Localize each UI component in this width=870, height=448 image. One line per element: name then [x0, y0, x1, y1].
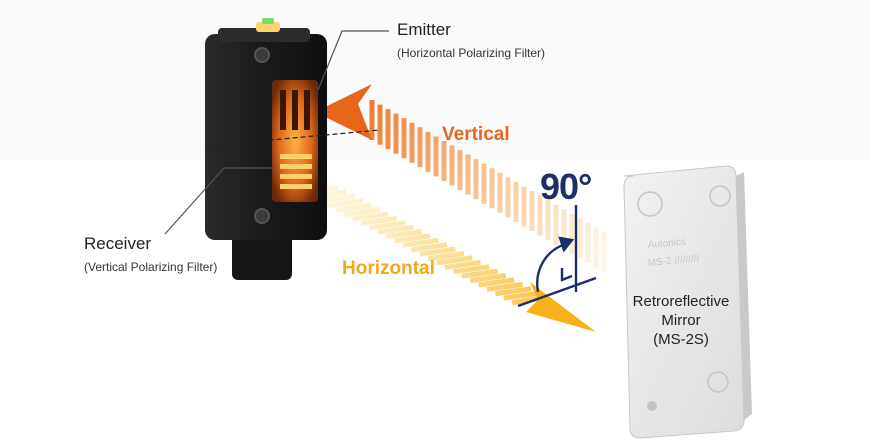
mirror-label-line2: Mirror — [661, 312, 701, 329]
vertical-beam-stripe — [561, 209, 567, 250]
horizontal-beam-stripe — [394, 233, 431, 244]
horizontal-beam-stripe — [419, 246, 456, 257]
vertical-beam-stripe — [601, 232, 607, 272]
vertical-beam-stripe — [393, 113, 399, 154]
horizontal-beam-label: Horizontal — [342, 258, 435, 279]
horizontal-beam-stripe — [327, 198, 364, 209]
horizontal-beam-stripe — [385, 229, 423, 239]
vertical-beam-stripe — [505, 177, 511, 218]
vertical-beam-stripe — [433, 136, 439, 177]
horizontal-beam-stripe — [318, 193, 355, 204]
vertical-beam-stripe — [481, 163, 487, 204]
horizontal-beam-arrowhead — [526, 282, 596, 332]
vertical-beam-stripe — [585, 222, 591, 263]
retroreflective-mirror: Autonics MS-2 ///////// — [623, 165, 752, 439]
vertical-beam-stripe — [529, 191, 535, 231]
rotation-symbol — [517, 205, 597, 308]
svg-text:Autonics: Autonics — [647, 237, 686, 251]
vertical-beam-stripe — [441, 141, 447, 181]
vertical-beam-stripe — [425, 131, 431, 172]
vertical-beam-stripe — [417, 127, 423, 168]
vertical-beam-label: Vertical — [442, 124, 510, 145]
vertical-beam-stripe — [465, 154, 471, 195]
vertical-beam-arrowhead — [315, 84, 372, 140]
vertical-beam-stripe — [489, 168, 495, 209]
vertical-beam-stripe — [593, 227, 599, 268]
vertical-beam-stripe — [369, 100, 375, 140]
vertical-beam — [315, 84, 607, 272]
horizontal-beam-stripe — [427, 251, 465, 261]
background-band — [0, 0, 870, 160]
horizontal-beam-stripe — [478, 277, 515, 288]
vertical-beam-stripe — [473, 159, 479, 200]
rotation-angle-label: 90° — [540, 166, 592, 207]
horizontal-beam-stripe — [436, 255, 473, 266]
vertical-beam-stripe — [545, 200, 551, 241]
vertical-beam-stripe — [457, 150, 463, 191]
vertical-beam-stripe — [521, 186, 527, 227]
horizontal-beam-stripe — [444, 259, 481, 270]
horizontal-beam-stripe — [469, 273, 507, 283]
vertical-beam-stripe — [577, 218, 583, 259]
vertical-beam-stripe — [385, 109, 391, 150]
photoelectric-sensor — [204, 18, 381, 280]
vertical-beam-stripe — [537, 195, 543, 236]
horizontal-beam-stripe — [453, 264, 490, 275]
emitter-title: Emitter — [397, 20, 451, 39]
receiver-title: Receiver — [84, 234, 152, 253]
horizontal-beam-stripe — [352, 211, 389, 222]
mirror-label-line3: (MS-2S) — [653, 331, 709, 348]
vertical-beam-stripe — [569, 213, 575, 254]
mirror-label-line1: Retroreflective — [632, 293, 730, 310]
vertical-beam-stripe — [513, 181, 519, 222]
receiver-subtitle: (Vertical Polarizing Filter) — [84, 260, 218, 274]
emitter-leader-line — [317, 30, 389, 91]
emitter-subtitle: (Horizontal Polarizing Filter) — [397, 46, 546, 60]
horizontal-beam-stripe — [335, 202, 372, 213]
horizontal-beam-stripe — [503, 290, 540, 301]
receiver-leader-line — [164, 167, 276, 235]
svg-text:MS-2 /////////: MS-2 ///////// — [647, 254, 700, 269]
mirror-label: Retroreflective Mirror (MS-2S) — [620, 292, 742, 349]
horizontal-beam-stripe — [486, 281, 523, 292]
vertical-beam-stripe — [497, 172, 503, 213]
vertical-beam-stripe — [409, 122, 415, 163]
horizontal-beam-stripe — [369, 220, 406, 231]
horizontal-beam-stripe — [360, 215, 397, 226]
vertical-beam-stripe — [377, 104, 383, 145]
vertical-beam-stripe — [449, 145, 455, 186]
horizontal-beam-stripe — [495, 286, 532, 297]
horizontal-beam-stripe — [402, 237, 439, 248]
horizontal-beam-stripe — [377, 224, 414, 235]
horizontal-beam-stripe — [343, 207, 381, 217]
vertical-beam-stripe — [401, 118, 407, 159]
horizontal-beam — [301, 185, 596, 332]
vertical-beam-stripe — [553, 204, 559, 245]
horizontal-beam-stripe — [461, 268, 498, 279]
horizontal-beam-stripe — [411, 242, 448, 253]
